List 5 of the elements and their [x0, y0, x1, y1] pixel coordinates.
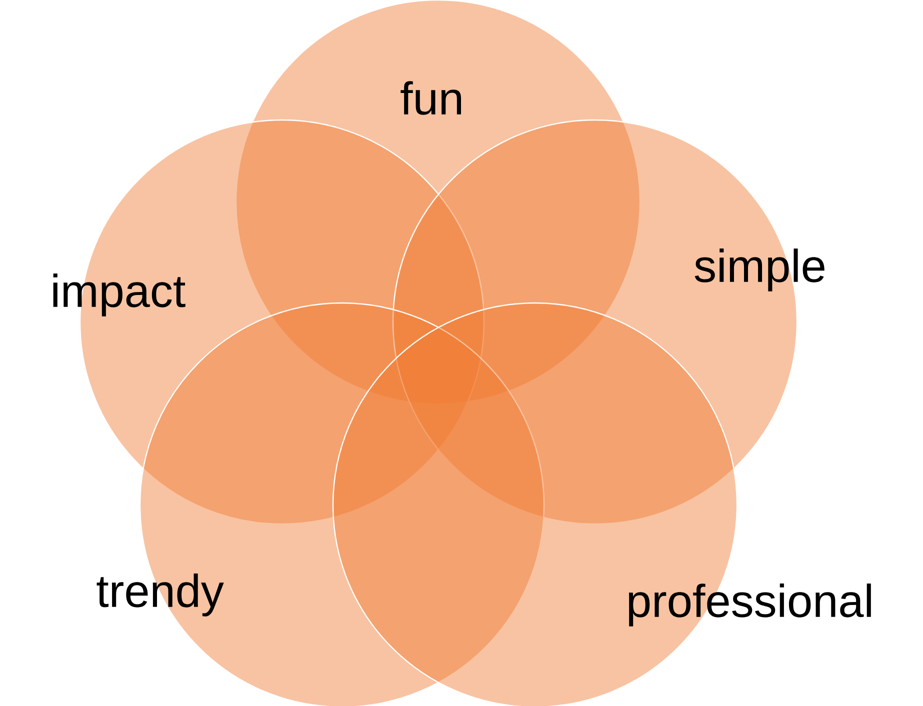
- circle-label: fun: [400, 81, 461, 115]
- circle-label: trendy: [96, 574, 224, 616]
- circle-label: simple: [694, 248, 824, 292]
- circle-label: professional: [628, 584, 871, 626]
- circle-label: impact: [53, 274, 186, 316]
